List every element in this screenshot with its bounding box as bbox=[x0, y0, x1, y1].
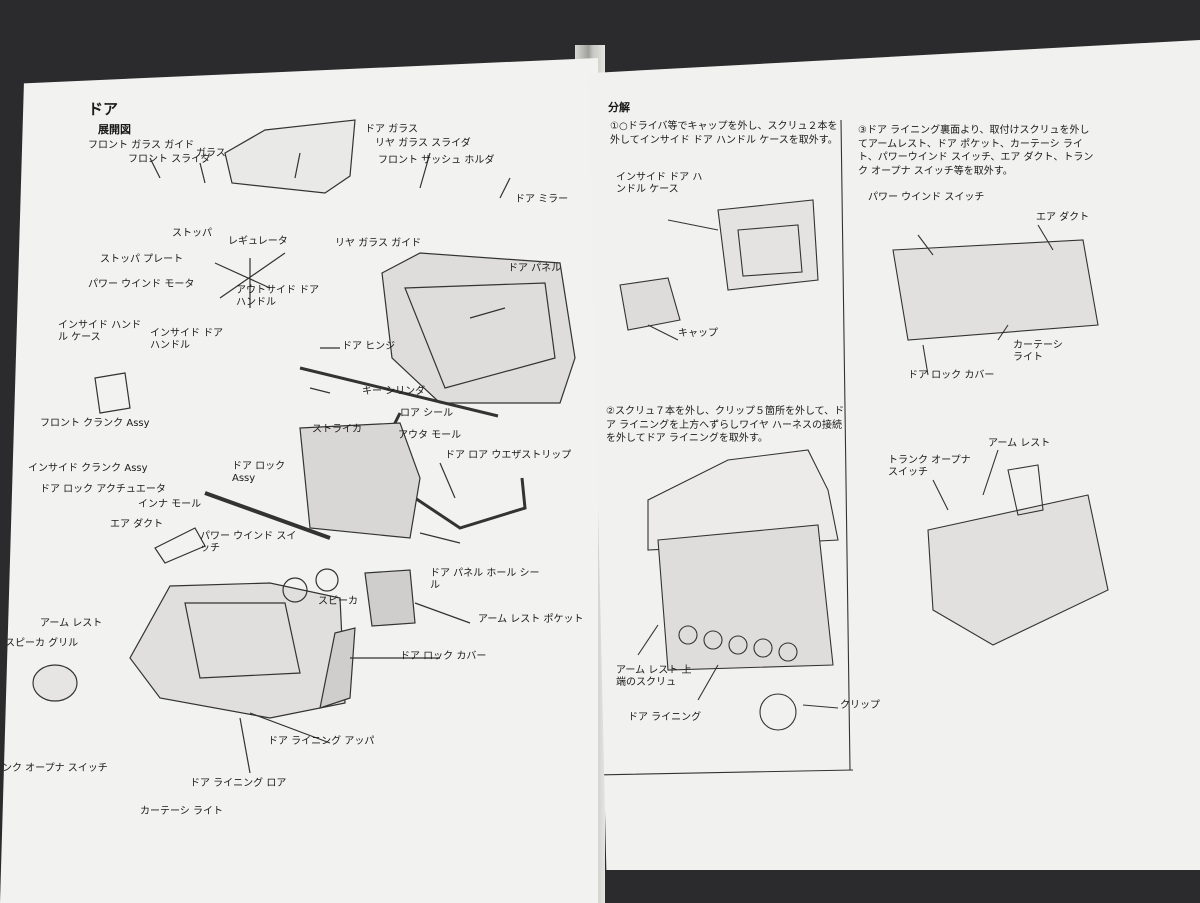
diagram-label: リヤ ガラス スライダ bbox=[375, 138, 471, 149]
inner-moulding-shape bbox=[204, 491, 331, 540]
diagram-label: ドア ロック アクチュエータ bbox=[40, 484, 166, 495]
lock-cover-shape bbox=[319, 627, 356, 709]
right-page: 分解 ①○ドライバ等でキャップを外し、スクリュ２本を外してインサイド ドア ハン… bbox=[588, 40, 1200, 870]
diagram-label: ガラス bbox=[196, 148, 226, 159]
lining-rear-figure-top bbox=[892, 239, 1099, 341]
diagram-label: アウトサイド ドア ハンドル bbox=[236, 285, 320, 308]
diagram-label: ドア ライニング ロア bbox=[190, 778, 287, 789]
diagram-label: フロント サッシュ ホルダ bbox=[378, 155, 495, 166]
diagram-label: スピーカ bbox=[318, 596, 358, 607]
diagram-label: パワー ウインド スイッチ bbox=[200, 531, 297, 554]
door-panel-inner bbox=[404, 282, 556, 389]
figure-label: トランク オープナ スイッチ bbox=[888, 455, 971, 478]
figure-label: パワー ウインド スイッチ bbox=[868, 192, 985, 203]
page-subtitle: 展開図 bbox=[98, 123, 131, 136]
door-lining-pocket bbox=[184, 602, 301, 679]
regulator-shape bbox=[214, 252, 286, 308]
diagram-label: アーム レスト bbox=[40, 618, 103, 629]
step-2-text: ②スクリュ７本を外し、クリップ５箇所を外して、ドア ライニングを上方へずらしワイ… bbox=[606, 406, 845, 444]
diagram-label: レギュレータ bbox=[228, 236, 288, 247]
exploded-diagram bbox=[32, 119, 576, 774]
handle-case-shape bbox=[94, 372, 131, 414]
lining-rear-figure-bottom bbox=[927, 494, 1109, 646]
diagram-label: ドア パネル ホール シール bbox=[430, 568, 540, 591]
door-lining-shape bbox=[129, 582, 346, 719]
cap-figure bbox=[619, 277, 681, 331]
diagram-label: アウタ モール bbox=[398, 430, 462, 441]
diagram-label: インサイド ドア ハンドル bbox=[150, 328, 224, 351]
step-3-text: ③ドア ライニング裏面より、取付けスクリュを外してアームレスト、ドア ポケット、… bbox=[858, 125, 1094, 177]
diagram-label: ドア ライニング アッパ bbox=[268, 736, 375, 747]
column-divider bbox=[592, 119, 854, 776]
figure-label: アーム レスト bbox=[988, 438, 1051, 449]
door-glass-shape bbox=[224, 119, 356, 194]
diagram-label: リヤ ガラス ガイド bbox=[335, 238, 422, 249]
diagram-label: ドア ロック カバー bbox=[400, 651, 487, 662]
diagram-label: ストッパ プレート bbox=[100, 254, 184, 265]
diagram-label: ストッパ bbox=[172, 228, 212, 239]
page-title: ドア bbox=[88, 100, 119, 118]
diagram-label: フロント ガラス ガイド bbox=[88, 140, 195, 151]
diagram-label: カーテーシ ライト bbox=[140, 806, 223, 817]
diagram-label: ドア ロア ウエザストリップ bbox=[445, 450, 572, 461]
diagram-label: フロント スライダ bbox=[128, 154, 211, 165]
diagram-label: アーム レスト ポケット bbox=[478, 614, 584, 625]
diagram-label: ドア パネル bbox=[508, 263, 562, 274]
figure-label: エア ダクト bbox=[1036, 212, 1090, 223]
diagram-label: ドア ヒンジ bbox=[342, 341, 396, 352]
clip-detail-circle bbox=[759, 693, 797, 731]
figure-label: ドア ライニング bbox=[628, 712, 702, 723]
hole-seal-shape bbox=[299, 422, 421, 539]
diagram-label: ンク オープナ スイッチ bbox=[2, 763, 108, 774]
figure-label: キャップ bbox=[678, 328, 718, 339]
arm-rest-pocket-shape bbox=[364, 569, 416, 627]
speaker-shape bbox=[282, 577, 308, 603]
figure-label: アーム レスト 上端のスクリュ bbox=[616, 665, 692, 688]
diagram-label: エア ダクト bbox=[110, 519, 164, 530]
diagram-label: パワー ウインド モータ bbox=[88, 279, 195, 290]
diagram-label: インサイド ハンドル ケース bbox=[58, 320, 142, 343]
section-title: 分解 bbox=[608, 101, 630, 114]
diagram-label: ロア シール bbox=[400, 408, 454, 419]
diagram-label: フロント クランク Assy bbox=[40, 418, 150, 429]
diagram-label: ドア ミラー bbox=[515, 194, 569, 205]
speaker-grille-shape bbox=[32, 664, 78, 702]
diagram-label: インナ モール bbox=[138, 499, 202, 510]
trunk-switch-figure bbox=[1007, 464, 1044, 516]
figure-label: カーテーシ ライト bbox=[1013, 340, 1063, 363]
figure-label: ドア ロック カバー bbox=[908, 370, 995, 381]
diagram-label: ドア ロック Assy bbox=[232, 461, 286, 484]
step-1-text: ①○ドライバ等でキャップを外し、スクリュ２本を外してインサイド ドア ハンドル … bbox=[610, 121, 838, 146]
handle-case-figure bbox=[717, 199, 819, 291]
air-duct-shape bbox=[154, 527, 206, 564]
diagram-label: ドア ガラス bbox=[365, 124, 418, 135]
disassembly-figures bbox=[592, 119, 1109, 776]
diagram-label: スピーカ グリル bbox=[5, 638, 79, 649]
door-panel-shape bbox=[381, 252, 576, 404]
figure-label: インサイド ドア ハンドル ケース bbox=[616, 172, 703, 195]
diagram-label: インサイド クランク Assy bbox=[28, 463, 148, 474]
diagram-label: ストライカ bbox=[312, 424, 362, 435]
window-figure bbox=[647, 449, 839, 551]
diagram-label: キー シリンダ bbox=[362, 386, 426, 397]
left-page: ドア 展開図 フロント ガラス ガイド フロント スライダ ガラス ドア ガラス… bbox=[0, 58, 598, 903]
figure-label: クリップ bbox=[840, 700, 880, 711]
door-lining-figure bbox=[657, 524, 834, 671]
lower-seal-shape bbox=[299, 366, 499, 418]
